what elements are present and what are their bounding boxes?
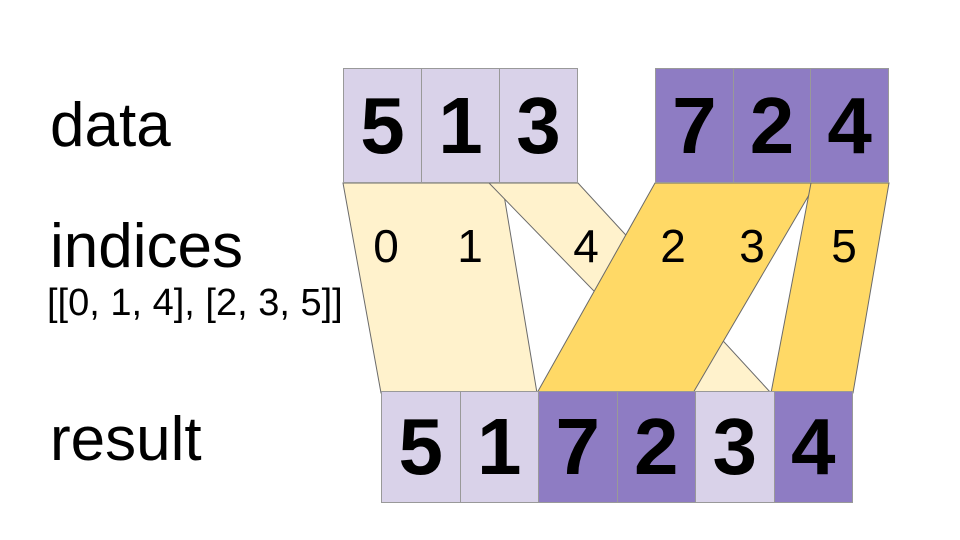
data-cell: 4: [811, 68, 890, 183]
data-label: data: [50, 91, 171, 160]
result-cell: 3: [696, 391, 775, 503]
index-label: 4: [573, 220, 599, 272]
ribbon-indices-0-1: [342, 182, 538, 394]
result-cell: 7: [539, 391, 618, 503]
data-cell: 1: [422, 68, 500, 183]
index-label: 1: [457, 220, 483, 272]
result-cell: 4: [774, 391, 853, 503]
data-cell: 2: [733, 68, 812, 183]
index-label: 0: [373, 220, 399, 272]
result-cell: 1: [460, 391, 539, 503]
data-group-2: 7 2 4: [655, 68, 890, 183]
data-cell: 5: [343, 68, 422, 183]
data-cell: 7: [655, 68, 734, 183]
data-group-1: 5 1 3: [343, 68, 578, 183]
result-cell: 2: [617, 391, 696, 503]
index-label: 5: [831, 220, 857, 272]
indices-value: [[0, 1, 4], [2, 3, 5]]: [47, 282, 343, 324]
ribbon-index-5: [770, 182, 890, 394]
index-label: 2: [660, 220, 686, 272]
result-cell: 5: [381, 391, 461, 503]
data-cell: 3: [500, 68, 578, 183]
result-row: 5 1 7 2 3 4: [381, 391, 853, 503]
result-label: result: [50, 405, 202, 474]
indices-label: indices: [50, 212, 243, 281]
index-label: 3: [739, 220, 765, 272]
